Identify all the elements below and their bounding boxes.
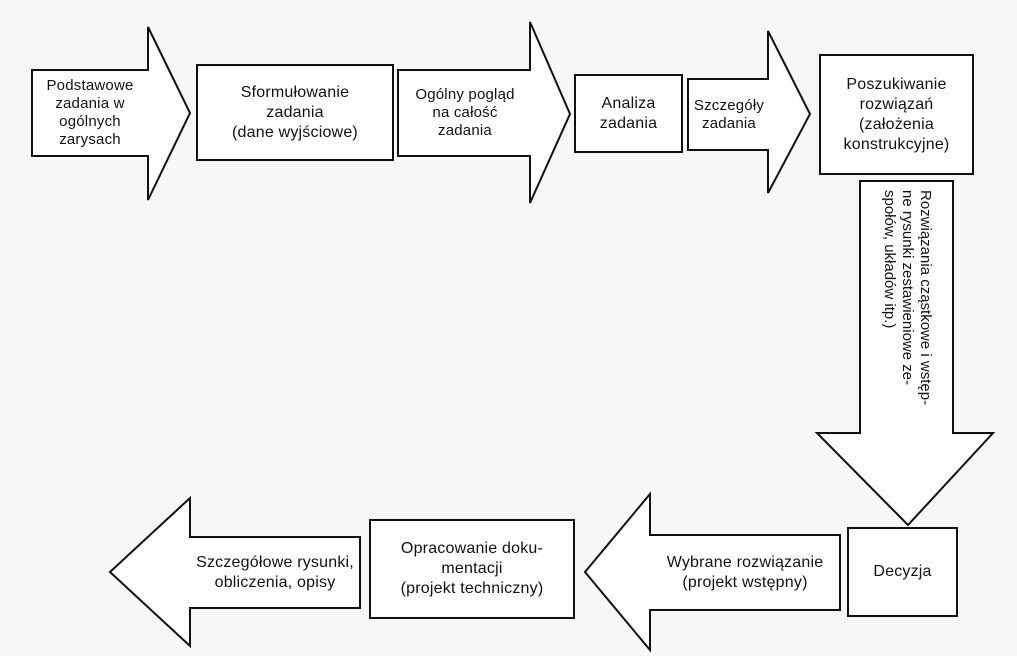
- box-task-analysis: [574, 74, 683, 153]
- box-task-formulation-label: Sformułowanie zadania (dane wyjściowe): [232, 83, 358, 141]
- box-decision-label: Decyzja: [873, 563, 932, 580]
- arrow-selected-solution: [583, 491, 841, 653]
- arrow-basic-tasks-label: Podstawowe zadania w ogólnych zarysach: [46, 77, 134, 148]
- arrow-detailed-drawings: [108, 495, 361, 649]
- box-solution-search-label: Poszukiwanie rozwiązań (założenia konstr…: [843, 75, 950, 153]
- arrow-general-view-label: Ogólny pogląd na całość zadania: [415, 86, 515, 139]
- box-documentation: [369, 519, 575, 619]
- arrow-task-details: [687, 30, 812, 194]
- box-decision: [847, 527, 958, 617]
- arrow-basic-tasks: [31, 26, 192, 201]
- arrow-general-view: [397, 21, 572, 204]
- arrow-partial-solutions: [814, 180, 996, 527]
- arrow-partial-solutions-label: Rozwiązania cząstkowe i wstęp- ne rysunk…: [881, 190, 934, 406]
- box-task-analysis-label: Analiza zadania: [599, 94, 658, 132]
- box-solution-search: [819, 54, 974, 175]
- arrow-detailed-drawings-label: Szczegółowe rysunki, obliczenia, opisy: [196, 553, 354, 591]
- arrow-selected-solution-label: Wybrane rozwiązanie (projekt wstępny): [666, 553, 824, 591]
- box-task-formulation: [196, 64, 394, 161]
- box-documentation-label: Opracowanie doku- mentacji (projekt tech…: [400, 540, 544, 597]
- arrow-task-details-label: Szczegóły zadania: [693, 96, 765, 132]
